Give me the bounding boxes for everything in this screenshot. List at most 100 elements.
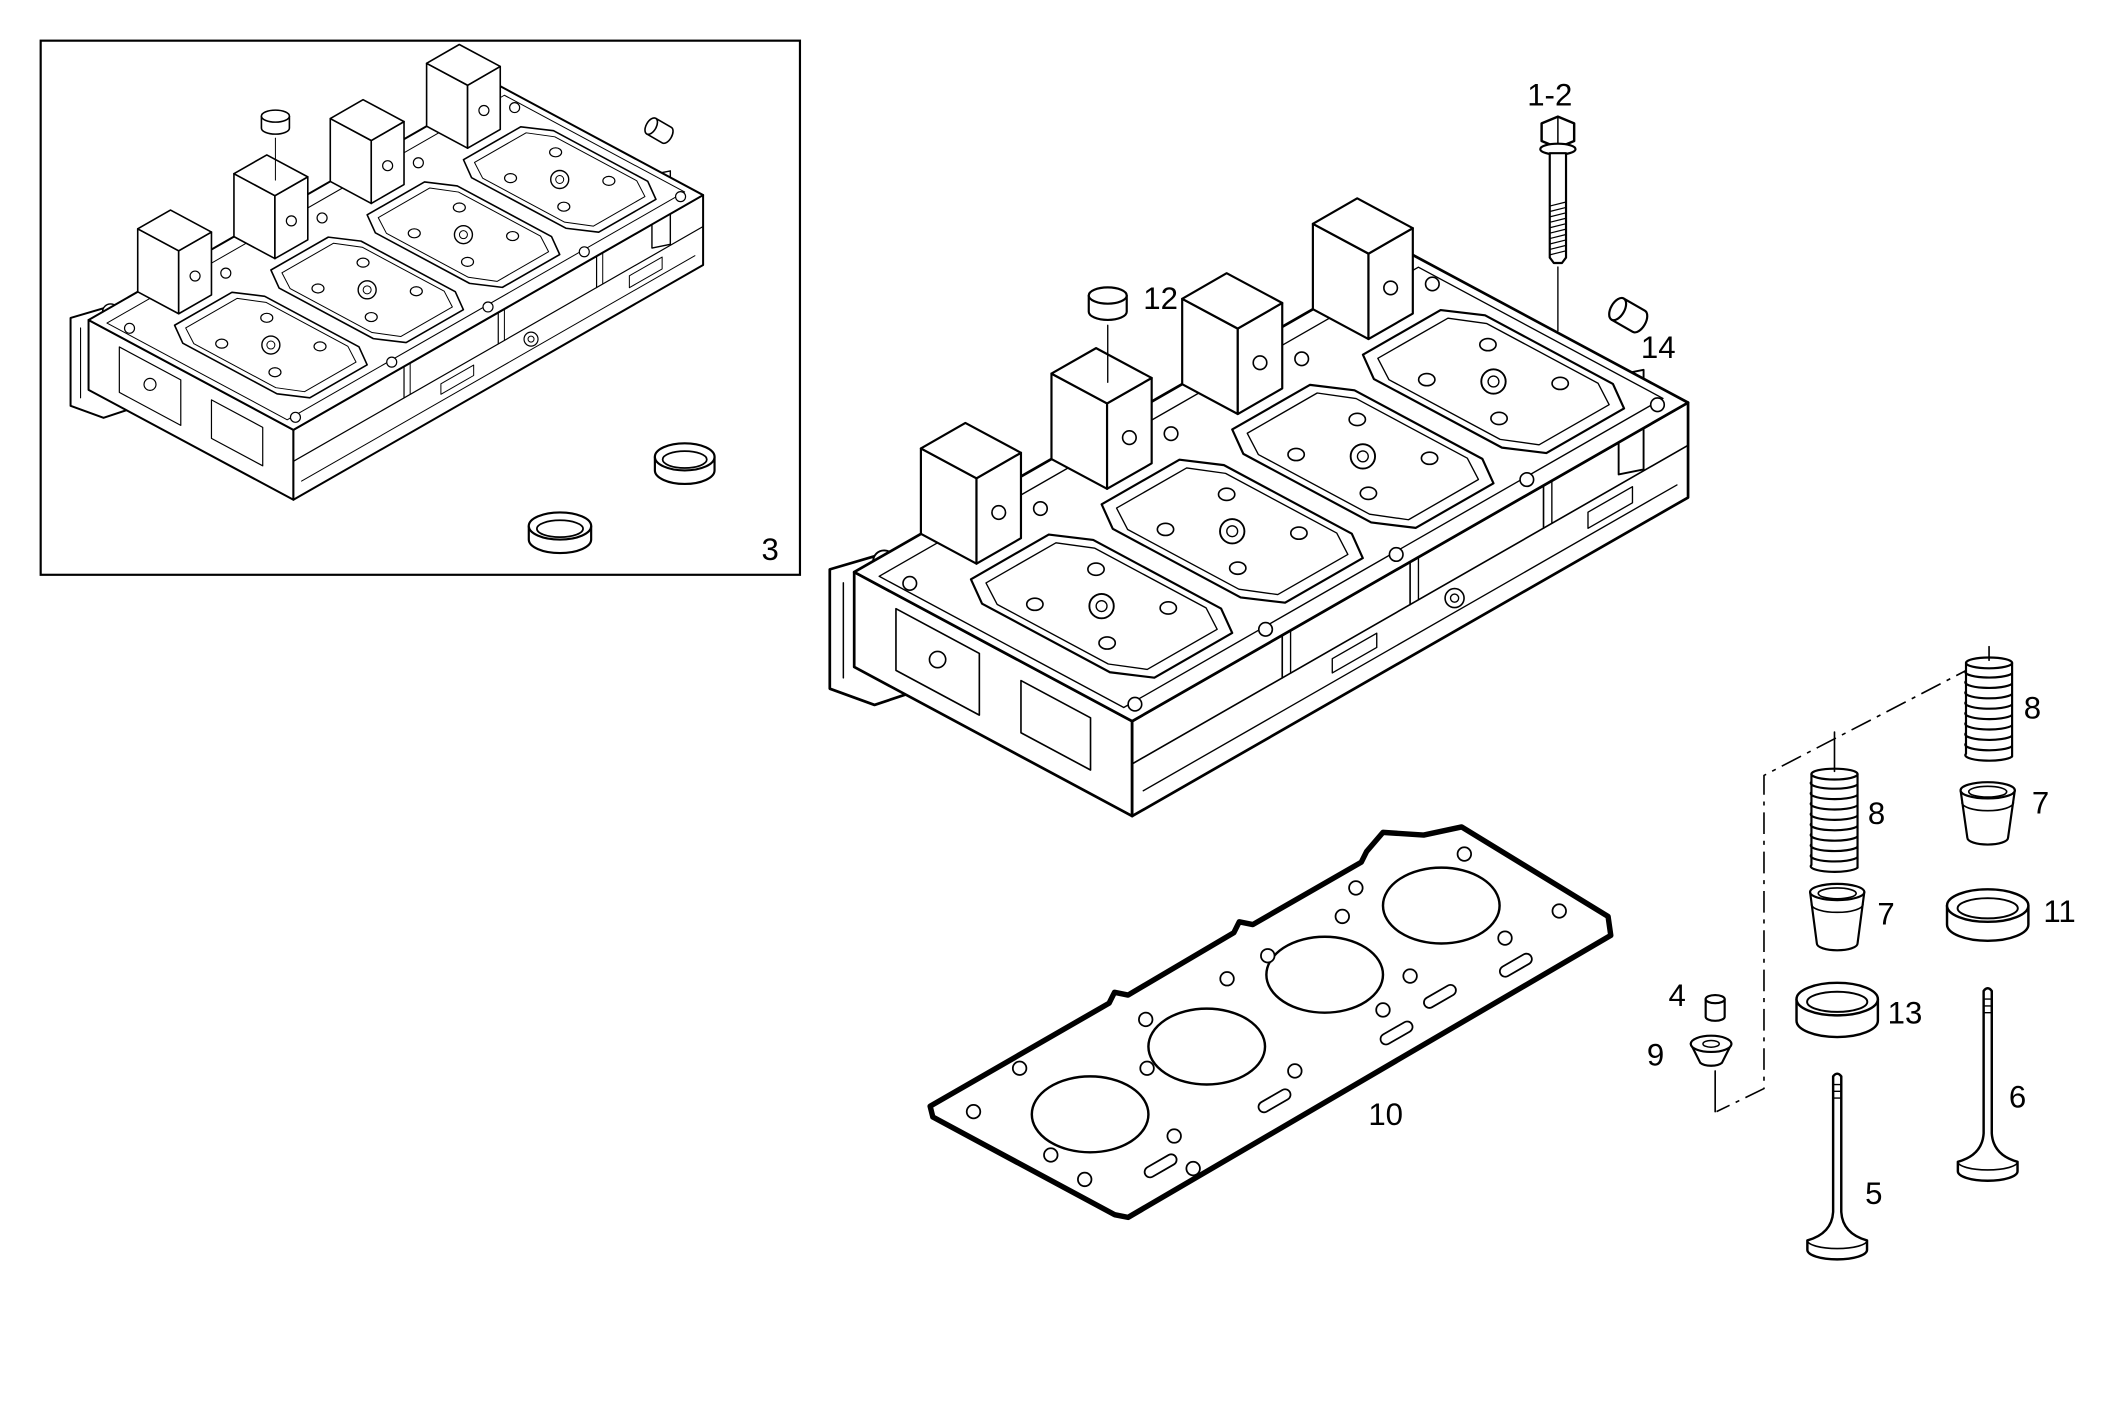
valve-seal-left <box>1795 981 1880 1039</box>
inset-seal-upper <box>653 442 716 486</box>
valve-port <box>1359 486 1378 501</box>
callout-retainer-left: 7 <box>1877 897 1894 932</box>
cam-tower-top <box>1050 347 1153 405</box>
callout-collet: 4 <box>1669 978 1686 1013</box>
gasket-hole <box>1402 968 1418 984</box>
gasket-hole <box>1497 930 1513 946</box>
spring-coil <box>1809 864 1859 873</box>
head-bolt-hole <box>1519 472 1535 488</box>
gasket-hole <box>1139 1060 1155 1076</box>
valve-port <box>1348 412 1367 427</box>
gasket-slot <box>1423 983 1457 1009</box>
valve-collet <box>1704 993 1726 1022</box>
collet-body <box>1704 998 1726 1022</box>
end-face-pocket <box>1020 679 1092 771</box>
end-face-hole <box>928 650 947 669</box>
bolt-thread <box>1549 250 1567 256</box>
kit-inset-frame <box>39 39 802 576</box>
head-bolt <box>1539 115 1577 332</box>
valve-port <box>1287 447 1306 462</box>
collet-top <box>1704 993 1726 1005</box>
valve-port <box>1478 337 1497 352</box>
callout-kit: 3 <box>761 532 778 567</box>
bolt-thread <box>1549 223 1567 229</box>
head-gasket <box>927 824 1614 1221</box>
callout-spring-right: 8 <box>2024 690 2041 725</box>
side-face-pad <box>1331 632 1378 674</box>
gasket-hole <box>1334 908 1350 925</box>
bolt-thread <box>1549 201 1567 207</box>
gasket-outline <box>927 824 1614 1221</box>
gasket-hole <box>1287 1063 1303 1079</box>
gasket-slot <box>1257 1088 1292 1114</box>
valve-port <box>1156 522 1175 537</box>
side-face-lower-rail <box>1142 484 1678 792</box>
valve-port <box>1217 487 1236 502</box>
head-bolt-hole <box>1649 397 1666 413</box>
valve-spring-left <box>1809 767 1859 873</box>
retainer-bore <box>1967 785 2008 798</box>
valve-port <box>1289 526 1308 541</box>
valve-train-parts <box>1689 645 2030 1261</box>
gasket-hole <box>1348 880 1364 896</box>
bolt-thread <box>1549 206 1567 213</box>
cylinder-bore <box>1265 935 1385 1014</box>
callout-spring-left: 8 <box>1868 796 1885 831</box>
head-bolt-hole <box>1388 546 1404 563</box>
seal-bore <box>661 450 708 469</box>
head-bolt-hole <box>1294 351 1310 367</box>
valve-spring-right <box>1964 656 2014 762</box>
valve-seal-right <box>1945 888 2030 943</box>
gasket-hole <box>1138 1011 1154 1028</box>
side-face-pad <box>1587 485 1634 529</box>
kit-inset-seals <box>527 442 716 555</box>
cam-tower-top <box>919 421 1023 480</box>
kit-inset: 3 <box>39 39 802 576</box>
plug-top <box>1087 286 1128 305</box>
valve-body <box>1806 1072 1869 1261</box>
seal-bore <box>1956 897 2019 920</box>
gasket-hole <box>1375 1002 1391 1018</box>
seal-bore <box>536 519 584 538</box>
gasket-hole <box>1456 846 1472 862</box>
valve-face <box>1957 1161 2019 1171</box>
spring-coil <box>1964 752 2013 762</box>
valve-right <box>1956 987 2019 1182</box>
retainer-shoulder <box>1810 904 1864 914</box>
valve-port <box>1159 601 1178 615</box>
bolt-thread <box>1549 233 1567 240</box>
valve-left <box>1806 1072 1869 1261</box>
head-bolt-hole <box>1127 696 1143 712</box>
valve-face <box>1806 1240 1868 1250</box>
gasket-slot <box>1379 1020 1414 1046</box>
plug-cylinder <box>1608 296 1649 334</box>
cylinder-bore <box>1147 1007 1267 1086</box>
callout-plug-right: 14 <box>1641 330 1676 365</box>
retainer-shoulder <box>1961 802 2015 812</box>
head-bolt-hole <box>1257 621 1274 637</box>
retainer-bore <box>1817 887 1857 900</box>
gasket-hole <box>1219 971 1235 987</box>
callout-seal-left: 13 <box>1888 996 1923 1031</box>
bolt-thread <box>1549 244 1567 251</box>
cam-tower-top <box>1181 272 1284 330</box>
injector-bore-inner <box>1095 600 1108 613</box>
cam-tower-hole <box>991 504 1007 521</box>
cylinder-bore <box>1030 1075 1150 1154</box>
leader-bracket <box>1716 664 1976 1113</box>
callout-valve-left: 5 <box>1865 1176 1882 1211</box>
head-bolt-hole <box>1424 276 1440 292</box>
bolt-thread <box>1549 228 1567 234</box>
gasket-hole <box>1011 1060 1028 1076</box>
callout-retainer-right: 7 <box>2032 785 2049 820</box>
head-bolt-hole <box>1032 500 1049 517</box>
inset-seal-lower <box>527 511 593 555</box>
valve-port <box>1551 376 1570 391</box>
retainer-body <box>1808 890 1866 952</box>
cylinder-head <box>828 197 1690 818</box>
valve-port <box>1420 451 1439 466</box>
valve-port <box>1228 561 1247 576</box>
valve-port <box>1490 411 1508 426</box>
side-face-boss-hole <box>1449 593 1460 603</box>
